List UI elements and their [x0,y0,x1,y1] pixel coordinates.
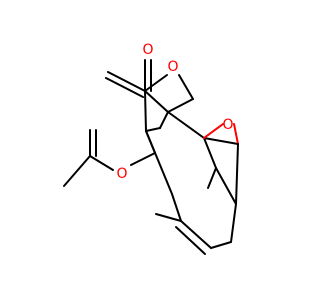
macrocycle-bond [215,167,237,205]
macrocycle-bond [210,241,232,249]
macrocycle-double-bond [175,226,206,255]
macrocycle-double-bond [180,220,212,249]
molecule-structure-diagram: O O O O [63,42,239,255]
lactone-ring-bond [159,111,169,129]
epoxide-oxygen-bond [203,123,224,139]
lactone-ring-bond [144,90,147,132]
macrocycle-bond [167,111,205,139]
epoxide-oxygen-label: O [222,117,233,133]
ester-oxygen-label: O [116,166,127,182]
epoxide-bond [203,137,239,145]
methylene-double-bond [105,77,144,98]
epoxide-oxygen-bond [233,123,239,145]
methyl-bond [207,167,217,189]
ring-carbon-bond [167,98,194,113]
epoxide-ring-bond [235,143,239,205]
acetate-bond [89,155,114,171]
lactone-ring-bond [144,90,169,113]
acetate-methyl-bond [63,155,91,187]
molecule-structure-canvas: O O O O [63,42,239,255]
macrocycle-bond [230,203,237,243]
acetate-bond [130,152,156,166]
methylene-double-bond [107,71,146,92]
ring-oxygen-bond [178,74,194,100]
methyl-bond [155,213,182,222]
lactone-ring-oxygen-label: O [167,59,178,75]
macrocycle-bond [171,193,182,222]
carbonyl-oxygen-label: O [142,42,153,58]
ring-oxygen-bond [144,74,168,92]
macrocycle-bond [203,137,217,169]
macrocycle-bond [145,130,173,195]
lactone-ring-bond [145,127,161,132]
